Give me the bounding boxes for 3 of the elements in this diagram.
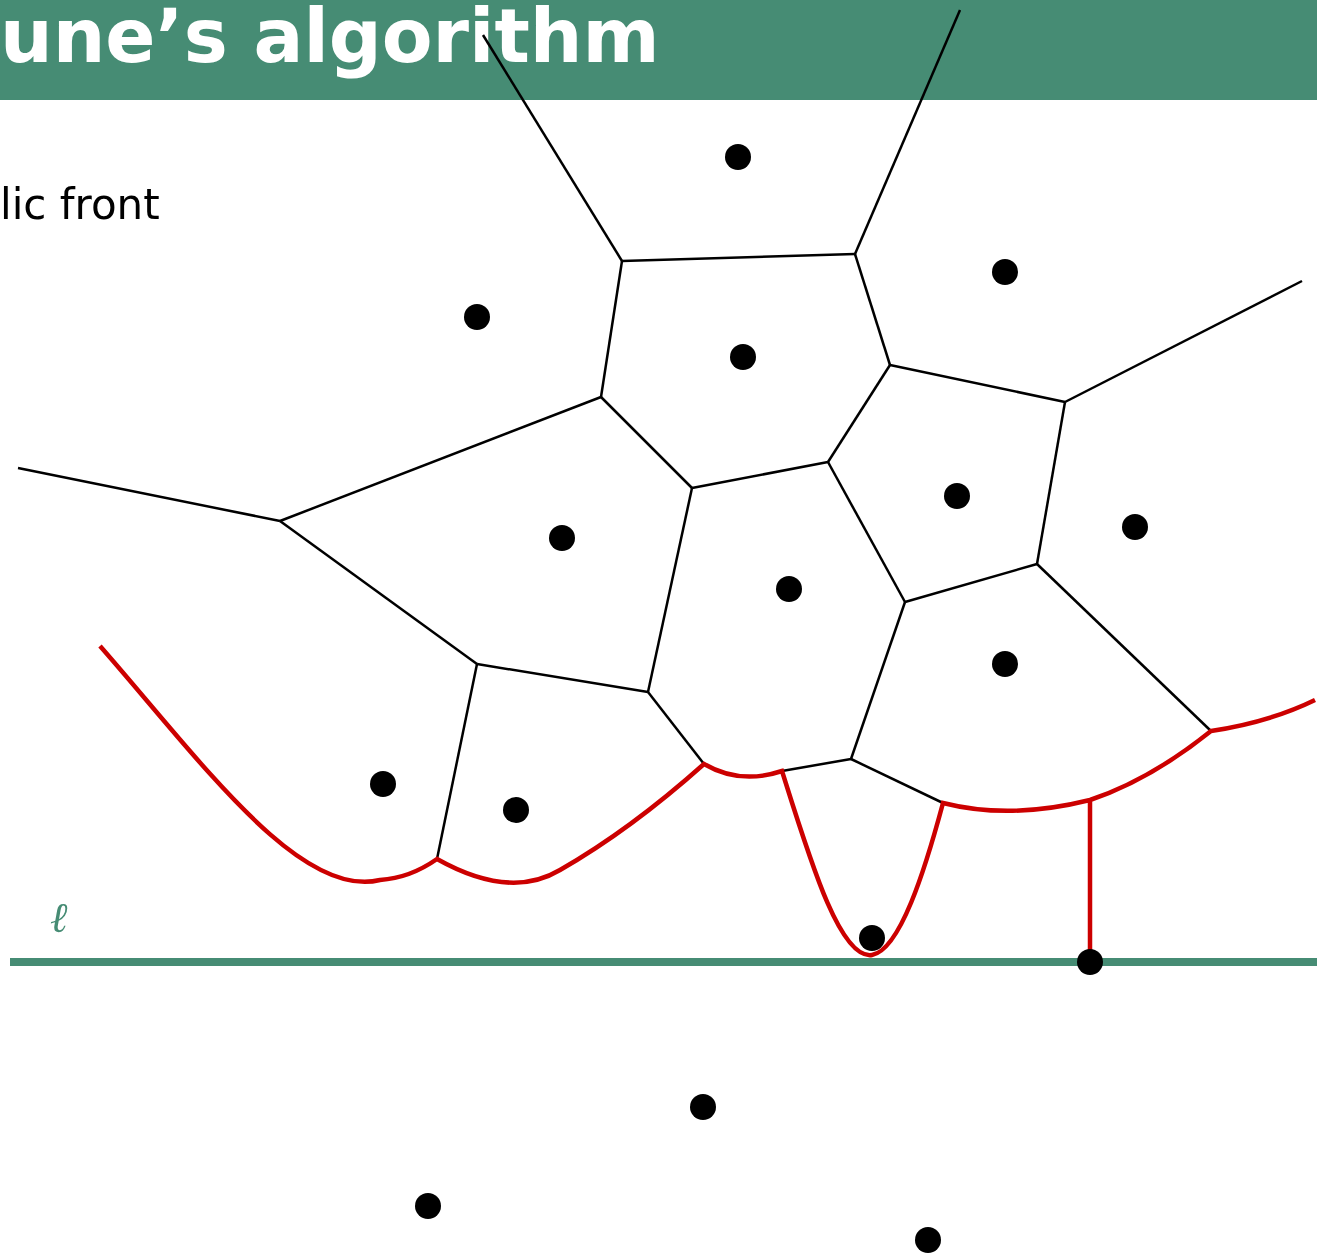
slide-title: une’s algorithm [0,0,660,81]
caption-text: lic front [0,180,160,230]
line-label: ℓ [50,893,68,943]
